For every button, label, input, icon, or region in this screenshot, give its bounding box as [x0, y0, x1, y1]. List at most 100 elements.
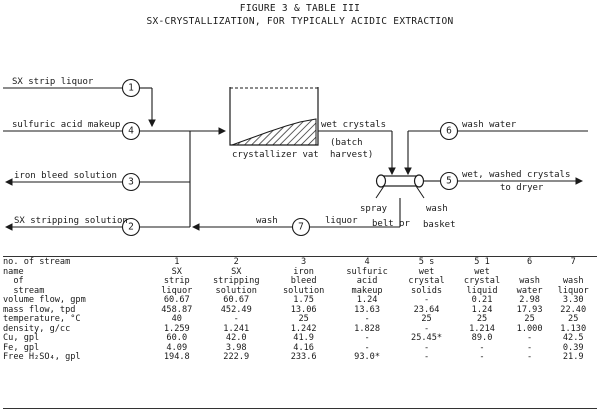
row-label-cell: Free H₂SO₄, gpl [3, 352, 81, 362]
value-cell: 5 1 [474, 257, 490, 267]
stream-3-number: 3 [128, 177, 134, 188]
value-cell: - [526, 342, 533, 353]
label-wash-basket-2: basket [423, 220, 456, 230]
row-label-cell: Fe, gpl [3, 342, 40, 353]
value-cell: 25 [298, 314, 309, 324]
value-cell: 25 [568, 314, 579, 324]
row-label-cell: Cu, gpl [3, 333, 40, 343]
row-label-cell: no. of stream [3, 257, 71, 267]
value-cell: 222.9 [223, 352, 250, 362]
value-cell: sulfuric [346, 266, 388, 277]
label-wet-crystals: wet crystals [321, 120, 386, 130]
value-cell: 2.98 [519, 295, 540, 305]
value-cell: 3 [301, 257, 307, 267]
value-cell: 25 [524, 314, 535, 324]
stream-5-number: 5 [446, 176, 452, 187]
value-cell: 89.0 [471, 333, 493, 343]
stream-7-number: 7 [298, 222, 304, 233]
value-cell: solution [282, 285, 325, 296]
label-belt-or: belt or [372, 219, 411, 229]
value-cell: 3.98 [225, 342, 247, 353]
value-cell: 4 [364, 257, 370, 267]
row-label-cell: volume flow, gpm [3, 295, 86, 305]
label-wet-washed-crystals: wet, washed crystals [462, 170, 570, 180]
value-cell: 25 [421, 314, 432, 324]
value-cell: 13.06 [290, 304, 317, 315]
value-cell: 1.242 [290, 323, 317, 334]
figure-title: FIGURE 3 & TABLE III [239, 3, 361, 14]
value-cell: 17.93 [516, 304, 543, 315]
stream-6-number: 6 [446, 126, 452, 137]
stream-2-number: 2 [128, 222, 134, 233]
value-cell: SX [231, 266, 242, 277]
value-cell: - [479, 342, 485, 353]
value-cell: - [526, 352, 533, 362]
value-cell: 25.45* [411, 333, 443, 343]
value-cell: 41.9 [293, 333, 314, 343]
value-cell: water [516, 285, 543, 296]
row-label-cell: density, g/cc [3, 323, 71, 334]
crystal-bed [231, 118, 317, 146]
stream-2-marker [121, 217, 141, 237]
value-cell: - [423, 352, 430, 362]
table-top-rule [3, 256, 597, 257]
figure-subtitle: SX-CRYSTALLIZATION, FOR TYPICALLY ACIDIC… [146, 16, 454, 27]
value-cell: bleed [290, 276, 317, 286]
stream-1-number: 1 [128, 83, 134, 94]
value-cell: wash [562, 276, 584, 286]
table-bottom-rule [3, 408, 597, 409]
row-label-cell: mass flow, tpd [3, 304, 76, 315]
row-label-cell: name [3, 266, 24, 277]
value-cell: liquor [161, 285, 193, 296]
label-sx-strip-liquor: SX strip liquor [12, 77, 94, 87]
value-cell: 22.40 [560, 304, 587, 315]
label-sulfuric-acid-makeup: sulfuric acid makeup [12, 120, 120, 130]
value-cell: 1.259 [163, 323, 190, 334]
value-cell: - [479, 352, 485, 362]
value-cell: 1.24 [356, 295, 378, 305]
value-cell: - [233, 314, 239, 324]
value-cell: - [364, 314, 370, 324]
value-cell: - [364, 333, 370, 343]
value-cell: 25 [476, 314, 488, 324]
value-cell: 21.9 [562, 352, 584, 362]
value-cell: 4.09 [166, 342, 188, 353]
row-label-cell: of [3, 276, 24, 286]
value-cell: 6 [526, 257, 533, 267]
value-cell: iron [293, 266, 314, 277]
value-cell: 1.130 [560, 323, 587, 334]
value-cell: - [526, 333, 533, 343]
value-cell: liquor [557, 285, 589, 296]
value-cell: - [364, 342, 370, 353]
value-cell: 93.0* [354, 352, 381, 362]
row-label-cell: temperature, °C [3, 314, 81, 324]
value-cell: solution [215, 285, 257, 296]
stream-1-marker [121, 78, 141, 98]
crystallizer-vat [229, 87, 319, 146]
value-cell: 42.0 [225, 333, 247, 343]
value-cell: stripping [212, 276, 260, 286]
value-cell: wet [418, 266, 435, 277]
value-cell: 2 [233, 257, 239, 267]
value-cell: solids [411, 285, 443, 296]
value-cell: 1.75 [293, 295, 314, 305]
value-cell: 1.214 [469, 323, 495, 334]
value-cell: 0.39 [562, 342, 584, 353]
wash-basket [375, 174, 425, 188]
value-cell: 1.24 [471, 304, 493, 315]
label-crystallizer-vat: crystallizer vat [232, 150, 319, 160]
label-wash-water: wash water [462, 120, 517, 130]
value-cell: SX [171, 266, 182, 277]
